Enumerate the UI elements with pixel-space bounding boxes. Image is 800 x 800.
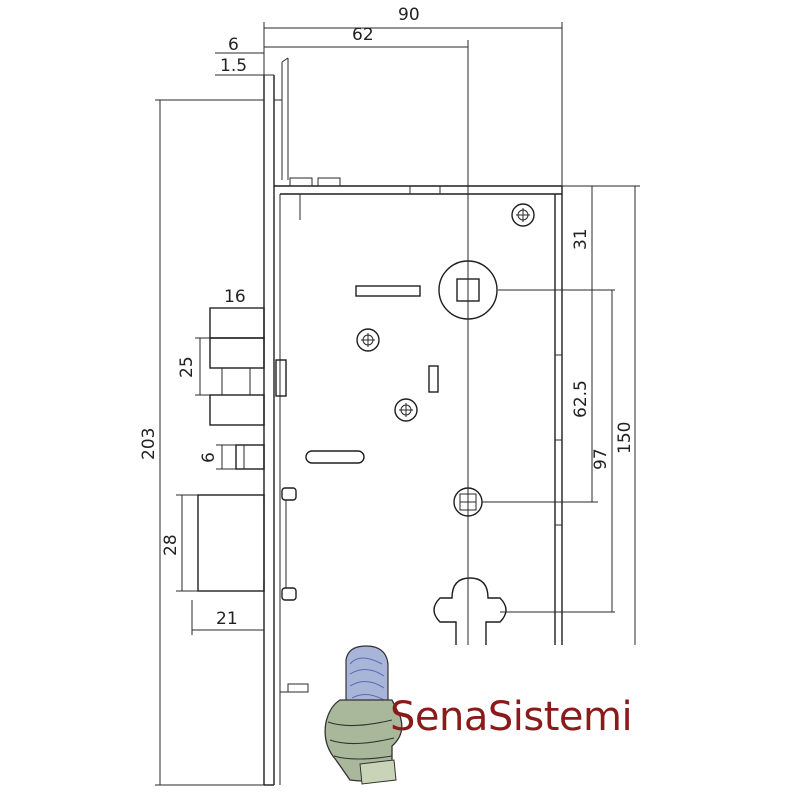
dim-top-to-spindle: 31 bbox=[571, 228, 591, 250]
dim-spindle-backset: 62 bbox=[352, 25, 374, 45]
dim-spindle-to-follower: 62.5 bbox=[571, 380, 591, 418]
dim-spindle-to-cylinder: 97 bbox=[591, 448, 611, 470]
deadbolt bbox=[197, 487, 297, 601]
lock-case bbox=[274, 177, 563, 785]
brand-name: SenaSistemi bbox=[390, 694, 633, 740]
dimension-labels: 90 62 6 1.5 203 16 25 6 28 21 31 62.5 97… bbox=[139, 5, 635, 629]
screw-center bbox=[394, 398, 418, 422]
dim-overall-width: 90 bbox=[398, 5, 420, 25]
dimension-lines bbox=[155, 22, 640, 786]
dim-overall-height: 203 bbox=[139, 428, 159, 460]
faceplate bbox=[263, 57, 289, 786]
slot-upper bbox=[355, 285, 421, 297]
cylinder-cutout bbox=[433, 577, 507, 645]
dim-latch-height: 25 bbox=[177, 356, 197, 378]
screw-mid-left bbox=[356, 328, 380, 352]
thumbs-up-logo bbox=[324, 645, 403, 785]
slot-vertical bbox=[428, 365, 439, 393]
dim-faceplate-thickness: 6 bbox=[228, 35, 239, 55]
internal-features bbox=[305, 40, 535, 645]
dim-deadbolt-projection: 21 bbox=[216, 609, 238, 629]
dim-case-height: 150 bbox=[615, 422, 635, 454]
anti-friction-pin bbox=[235, 444, 265, 470]
bottom-tabs bbox=[280, 683, 309, 693]
dim-pin-width: 6 bbox=[199, 452, 219, 463]
dim-deadbolt-height: 28 bbox=[161, 534, 181, 556]
dim-latch-width: 16 bbox=[224, 287, 246, 307]
screw-top-right bbox=[511, 203, 535, 227]
dim-faceplate-offset: 1.5 bbox=[220, 56, 247, 76]
slot-lower bbox=[305, 450, 365, 464]
